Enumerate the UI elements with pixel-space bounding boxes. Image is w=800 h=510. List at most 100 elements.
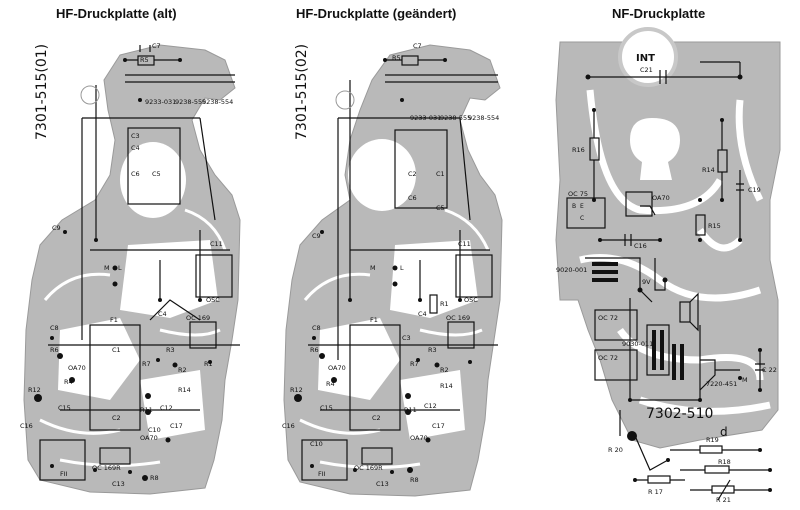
hf-new-label: R6: [310, 346, 319, 354]
nf-label: R15: [708, 222, 721, 230]
hf-new-label: C1: [436, 170, 445, 178]
nf-copper: [555, 41, 781, 449]
nf-mark: d: [720, 425, 728, 439]
nf-label: R 21: [716, 496, 731, 504]
nf-pin-letter: B: [572, 203, 576, 210]
nf-label: C21: [640, 66, 653, 74]
hf-new-pads: [294, 58, 472, 474]
hf-old-label: L: [118, 264, 122, 272]
title-nf: NF-Druckplatte: [612, 6, 706, 21]
hf-new-label: C7: [413, 42, 422, 50]
nf-label: R16: [572, 146, 585, 154]
nf-label: 9020-001: [556, 266, 587, 274]
hf-new-osc-box: [455, 254, 493, 298]
hf-old-label: 9238-555: [175, 98, 206, 106]
hf-old-label: 9238-554: [202, 98, 233, 106]
hf-old-trace-gaps: [39, 208, 227, 468]
hf-new-label: C16: [282, 422, 295, 430]
hf-old-label: R3: [166, 346, 175, 354]
hf-new-logo: [335, 90, 355, 110]
hf-old-label: C1: [112, 346, 121, 354]
hf-old-label: OA70: [68, 364, 86, 372]
hf-old-label: FII: [60, 470, 68, 478]
nf-oc72-box-1: [594, 309, 638, 341]
nf-label: R18: [718, 458, 731, 466]
hf-new-label: C2: [372, 414, 381, 422]
nf-int-logo: [618, 27, 678, 87]
hf-old-label: C15: [58, 404, 71, 412]
nf-resistor-r15: [695, 214, 706, 236]
hf-new-label: C4: [418, 310, 427, 318]
hf-new-labels: C7 R5 9233-031 9238-555 9238-554 C2 C1 C…: [282, 42, 499, 488]
hf-old-label: C5: [152, 170, 161, 178]
hf-new-label: C6: [408, 194, 417, 202]
hf-new-label: R5: [392, 54, 401, 62]
hf-old-label: C13: [112, 480, 125, 488]
nf-int-logo-text: INT: [636, 53, 655, 64]
nf-label: C19: [748, 186, 761, 194]
hf-old-label: C12: [160, 404, 173, 412]
hf-new-label: OC 169: [446, 314, 470, 322]
nf-pin-letter: C: [580, 215, 584, 222]
nf-resistor-r17: [647, 475, 671, 484]
hf-old-label: OC 169R: [92, 464, 121, 472]
hf-new-label: C17: [432, 422, 445, 430]
nf-label: 9V: [642, 278, 651, 286]
hf-old-label: C4: [131, 144, 140, 152]
hf-new-label: R11: [404, 406, 417, 414]
hf-new-label: C11: [458, 240, 471, 248]
nf-resistor-r18: [704, 465, 730, 474]
hf-new-label: R4: [326, 380, 335, 388]
hf-new-label: R2: [440, 366, 449, 374]
nf-wires: [566, 61, 770, 501]
hf-old-label: R12: [28, 386, 41, 394]
nf-label: OA70: [652, 194, 670, 202]
hf-old-label: R6: [50, 346, 59, 354]
nf-transformers: [592, 262, 684, 380]
nf-transformer-box: [646, 324, 670, 376]
hf-new-label: C9: [312, 232, 321, 240]
hf-new-f1-box: [349, 324, 401, 431]
nf-label: R19: [706, 436, 719, 444]
nf-label: C16: [634, 242, 647, 250]
hf-new-label: F1: [370, 316, 378, 324]
hf-board-new: 7301-515(02) C7 R5 9233-031 9238-555 923…: [282, 42, 503, 497]
nf-label: 9030-011: [622, 340, 653, 348]
hf-old-label: OC 169: [186, 314, 210, 322]
hf-new-label: C8: [312, 324, 321, 332]
hf-old-label: OA70: [140, 434, 158, 442]
nf-label: R 17: [648, 488, 663, 496]
hf-new-label: C13: [376, 480, 389, 488]
hf-old-wires: [39, 45, 240, 481]
hf-new-label: C12: [424, 402, 437, 410]
hf-old-label: R7: [142, 360, 151, 368]
hf-old-f1-box: [89, 324, 141, 431]
nf-pin-letters: B E C: [572, 203, 584, 222]
hf-old-label: R2: [178, 366, 187, 374]
nf-label: 7220-451: [706, 380, 737, 388]
hf-old-label: R1: [204, 360, 213, 368]
nf-label: R14: [702, 166, 715, 174]
hf-old-cutout-1: [120, 240, 218, 318]
nf-pin-letter: E: [580, 203, 584, 210]
hf-old-label: C8: [50, 324, 59, 332]
hf-old-label: R5: [140, 56, 149, 64]
hf-old-label: C4: [158, 310, 167, 318]
nf-oc75-box: [566, 197, 606, 229]
hf-old-label: OSC: [206, 296, 220, 304]
hf-new-label: 9238-554: [468, 114, 499, 122]
hf-new-label: OC 169R: [354, 464, 383, 472]
hf-old-label: R11: [140, 406, 153, 414]
nf-speaker: [679, 301, 691, 323]
hf-new-label: R14: [440, 382, 453, 390]
hf-new-label: R12: [290, 386, 303, 394]
hf-old-label: R4: [64, 378, 73, 386]
hf-old-label: C16: [20, 422, 33, 430]
hf-old-part-number: 7301-515(01): [34, 44, 50, 140]
title-hf-old: HF-Druckplatte (alt): [56, 6, 177, 21]
nf-label: R 20: [608, 446, 623, 454]
hf-old-label: C2: [112, 414, 121, 422]
hf-new-label: C5: [436, 204, 445, 212]
nf-part-number: 7302-510: [646, 406, 713, 422]
hf-new-cutout-3: [400, 370, 465, 440]
